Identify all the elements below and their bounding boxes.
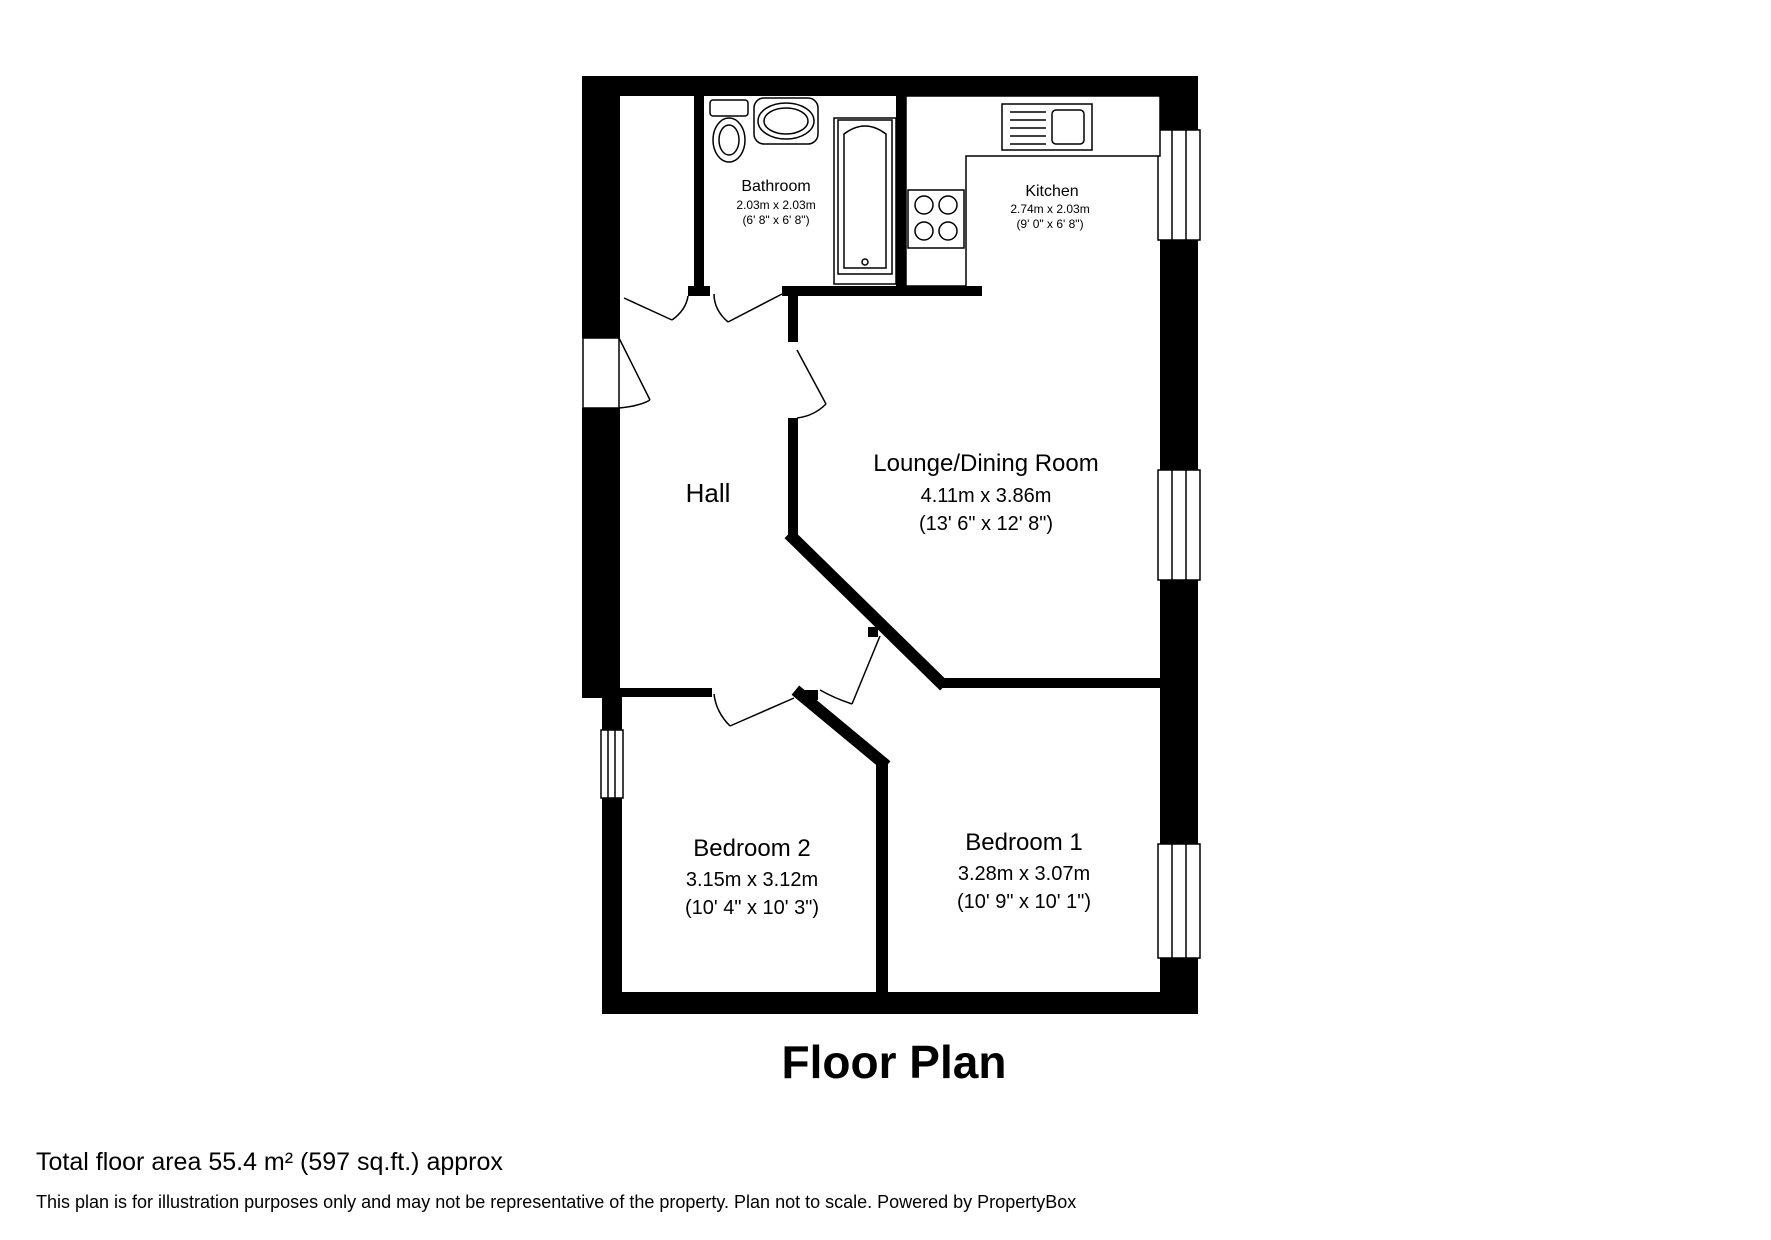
bedroom1-name: Bedroom 1 [965, 829, 1082, 856]
bedroom2-door [713, 693, 795, 727]
lounge-door [796, 349, 827, 419]
fixtures [709, 95, 1161, 287]
closet-door [623, 295, 689, 321]
basin-icon [753, 97, 819, 145]
diagonal-walls [784, 529, 949, 771]
doors [582, 293, 881, 727]
hall-name: Hall [686, 478, 731, 508]
kitchen-metric: 2.74m x 2.03m [1010, 202, 1089, 216]
lounge-name: Lounge/Dining Room [873, 450, 1098, 477]
disclaimer: This plan is for illustration purposes o… [36, 1192, 1077, 1212]
lounge-window [1157, 469, 1201, 581]
lounge-metric: 4.11m x 3.86m [921, 485, 1052, 507]
kitchen-name: Kitchen [1025, 183, 1078, 200]
hob-icon [907, 189, 965, 249]
bathroom-name: Bathroom [741, 178, 810, 195]
bedroom2-window [600, 729, 624, 799]
bedroom2-metric: 3.15m x 3.12m [686, 869, 818, 891]
bedroom1-door [819, 635, 881, 705]
bedroom1-metric: 3.28m x 3.07m [958, 863, 1090, 885]
bathroom-imperial: (6' 8" x 6' 8") [742, 213, 809, 227]
walls [582, 76, 1198, 1014]
bedroom2-imperial: (10' 4" x 10' 3") [685, 897, 819, 919]
kitchen-window [1157, 129, 1201, 241]
bedroom1-window [1157, 843, 1201, 959]
sink-icon [1001, 103, 1093, 151]
bedroom2-name: Bedroom 2 [693, 835, 810, 862]
total-floor-area: Total floor area 55.4 m² (597 sq.ft.) ap… [36, 1148, 503, 1176]
room-labels: Bathroom 2.03m x 2.03m (6' 8" x 6' 8") K… [685, 178, 1099, 919]
kitchen-counter [905, 95, 1161, 287]
bathtub-icon [833, 117, 897, 285]
windows [600, 129, 1201, 959]
bedroom1-imperial: (10' 9" x 10' 1") [957, 891, 1091, 913]
entrance-door [582, 337, 651, 409]
bathroom-metric: 2.03m x 2.03m [736, 198, 815, 212]
bathroom-door [713, 293, 783, 323]
wall-joints [804, 627, 878, 700]
kitchen-imperial: (9' 0" x 6' 8") [1016, 217, 1083, 231]
lounge-imperial: (13' 6" x 12' 8") [919, 513, 1053, 535]
toilet-icon [709, 99, 749, 163]
plan-title: Floor Plan [782, 1036, 1007, 1088]
